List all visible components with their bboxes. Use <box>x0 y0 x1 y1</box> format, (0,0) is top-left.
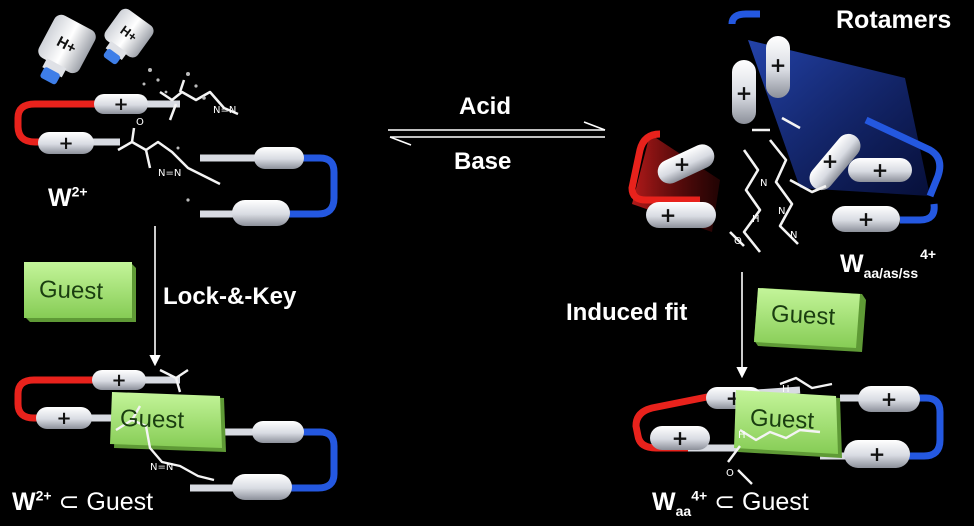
induced-fit-label: Induced fit <box>566 299 688 326</box>
plus-sign-icon: + <box>869 442 886 466</box>
right-complex-suffix: ⊂ Guest <box>714 488 809 516</box>
w2-state-label: W2+ <box>48 184 88 213</box>
w4-subscript: aa/as/ss <box>863 265 919 281</box>
w2-letter: W <box>48 184 72 212</box>
acid-bottle-icon: H+ <box>38 14 96 85</box>
plus-sign-icon: + <box>672 426 689 450</box>
plus-sign-icon: + <box>736 81 753 105</box>
base-label: Base <box>454 148 512 175</box>
w4-state-label: Waa/as/ss4+ <box>840 247 936 281</box>
plus-sign-icon: + <box>770 53 787 77</box>
svg-text:N=N: N=N <box>150 462 173 473</box>
svg-text:H: H <box>738 430 746 441</box>
left-complex-label: W2+ ⊂ Guest <box>12 487 153 517</box>
guest-label-right: Guest <box>770 300 836 331</box>
equilibrium-arrows-icon <box>388 121 606 146</box>
right-complex-letter: W <box>652 488 676 516</box>
w2-charge: 2+ <box>71 183 88 200</box>
plus-sign-icon: + <box>56 408 71 429</box>
guest-block-right <box>754 288 866 352</box>
guest-label-right-complex: Guest <box>749 404 815 435</box>
guest-label-left: Guest <box>38 275 104 306</box>
w2-molecule: + + N=N N=N O <box>14 68 338 226</box>
plus-sign-icon: + <box>660 203 677 227</box>
left-complex: + + N=N <box>14 368 338 500</box>
svg-text:O: O <box>734 236 742 247</box>
svg-text:N: N <box>760 178 767 189</box>
plus-sign-icon: + <box>674 152 691 176</box>
plus-sign-icon: + <box>113 94 128 115</box>
plus-sign-icon: + <box>58 133 73 154</box>
w4-charge: 4+ <box>920 245 937 262</box>
svg-text:O: O <box>726 468 734 479</box>
svg-text:H: H <box>782 384 790 395</box>
svg-text:N=N: N=N <box>213 105 236 116</box>
w4-letter: W <box>840 250 864 278</box>
right-complex-charge: 4+ <box>691 487 708 504</box>
acid-label: Acid <box>459 93 512 120</box>
svg-text:N: N <box>778 206 785 217</box>
svg-text:H: H <box>752 214 760 225</box>
plus-sign-icon: + <box>111 370 126 391</box>
right-complex: + + + + HHO <box>632 376 944 485</box>
plus-sign-icon: + <box>881 387 898 411</box>
svg-text:N=N: N=N <box>158 168 181 179</box>
plus-sign-icon: + <box>858 207 875 231</box>
plus-sign-icon: + <box>822 149 839 173</box>
left-complex-suffix: ⊂ Guest <box>58 488 154 516</box>
left-complex-letter: W <box>12 488 36 516</box>
guest-label-left-complex: Guest <box>119 404 185 435</box>
acid-bottle-icon: H+ <box>103 8 154 65</box>
lock-and-key-label: Lock-&-Key <box>163 283 297 310</box>
svg-text:N: N <box>790 230 797 241</box>
guest-block-left <box>24 262 136 322</box>
right-complex-label: Waa4+ ⊂ Guest <box>652 487 809 519</box>
right-complex-subscript: aa <box>675 503 692 519</box>
rotamers-label: Rotamers <box>836 6 952 34</box>
svg-text:O: O <box>136 117 144 128</box>
plus-sign-icon: + <box>872 158 889 182</box>
left-complex-charge: 2+ <box>35 487 52 504</box>
rotamer-molecule: + + + + + + + N N H N O <box>628 10 944 253</box>
